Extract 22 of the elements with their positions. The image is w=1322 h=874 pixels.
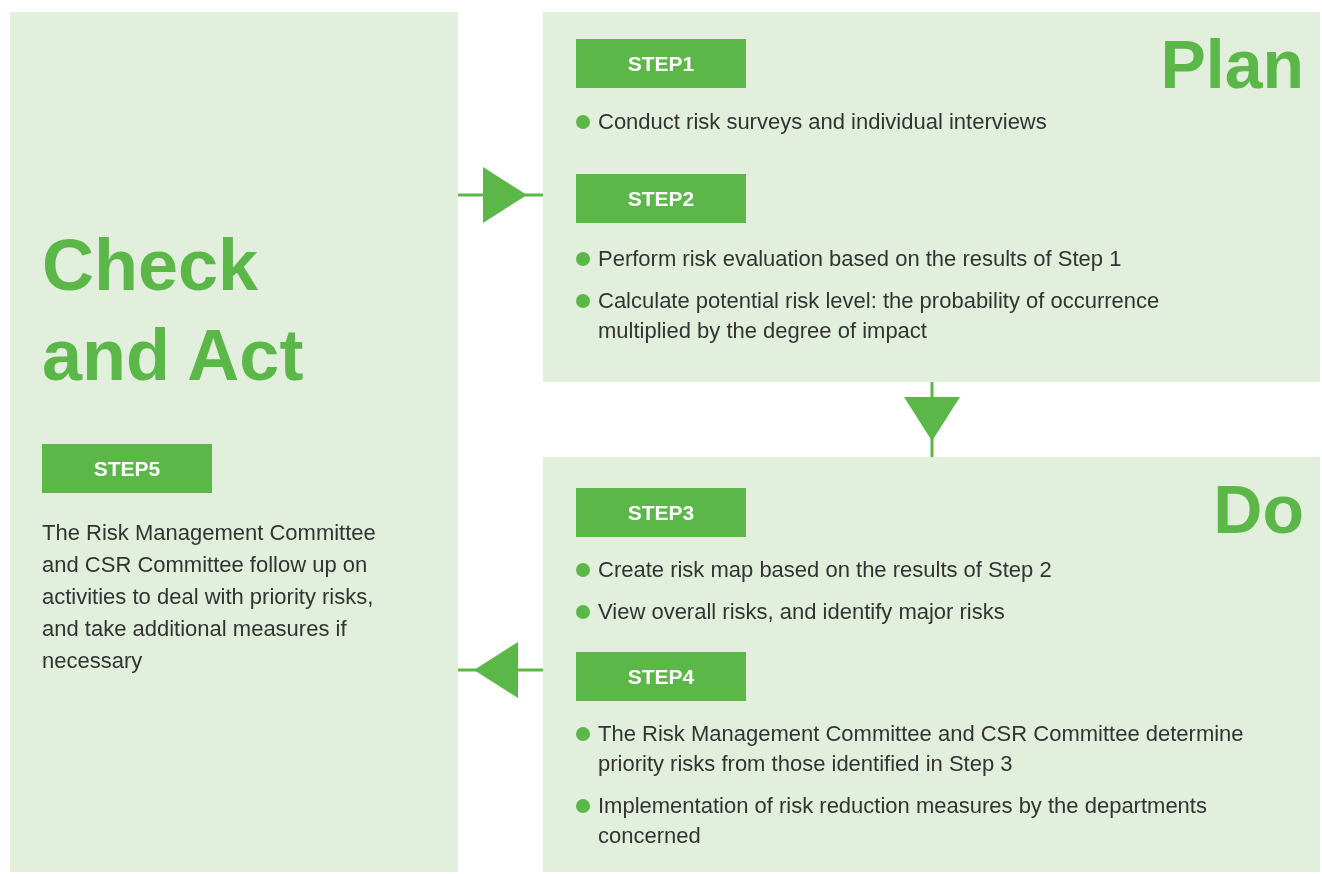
bullet-text: Create risk map based on the results of Step 2 bbox=[598, 556, 1052, 584]
step-badge: STEP4 bbox=[576, 652, 746, 701]
phase-title: Check and Act bbox=[42, 224, 305, 397]
bullet-text: Perform risk evaluation based on the results of Step 1 bbox=[598, 245, 1122, 273]
step-badge: STEP2 bbox=[576, 174, 746, 223]
phase-panel bbox=[543, 457, 1320, 872]
phase-panel bbox=[10, 12, 458, 872]
bullet-text: View overall risks, and identify major risks bbox=[598, 598, 1005, 626]
phase-title: Plan bbox=[1160, 26, 1304, 102]
phase-panel bbox=[543, 12, 1320, 382]
step-badge: STEP5 bbox=[42, 444, 212, 493]
step-badge: STEP3 bbox=[576, 488, 746, 537]
phase-title: Do bbox=[1213, 471, 1304, 547]
bullet-text: The Risk Management Committee and CSR Committee determine priority risks from those identified in Step 3 bbox=[598, 720, 1245, 778]
step-description: The Risk Management Committee and CSR Committee follow up on activities to deal with priority risks, and take additional measures if necessary bbox=[42, 519, 377, 675]
arrow bbox=[458, 167, 543, 223]
arrow bbox=[904, 382, 960, 457]
arrow bbox=[458, 642, 543, 698]
bullet-text: Conduct risk surveys and individual interviews bbox=[598, 108, 1047, 136]
bullet-text: Implementation of risk reduction measures by the departments concerned bbox=[598, 792, 1208, 850]
step-badge: STEP1 bbox=[576, 39, 746, 88]
bullet-text: Calculate potential risk level: the probability of occurrence multiplied by the degree of impact bbox=[598, 287, 1161, 345]
